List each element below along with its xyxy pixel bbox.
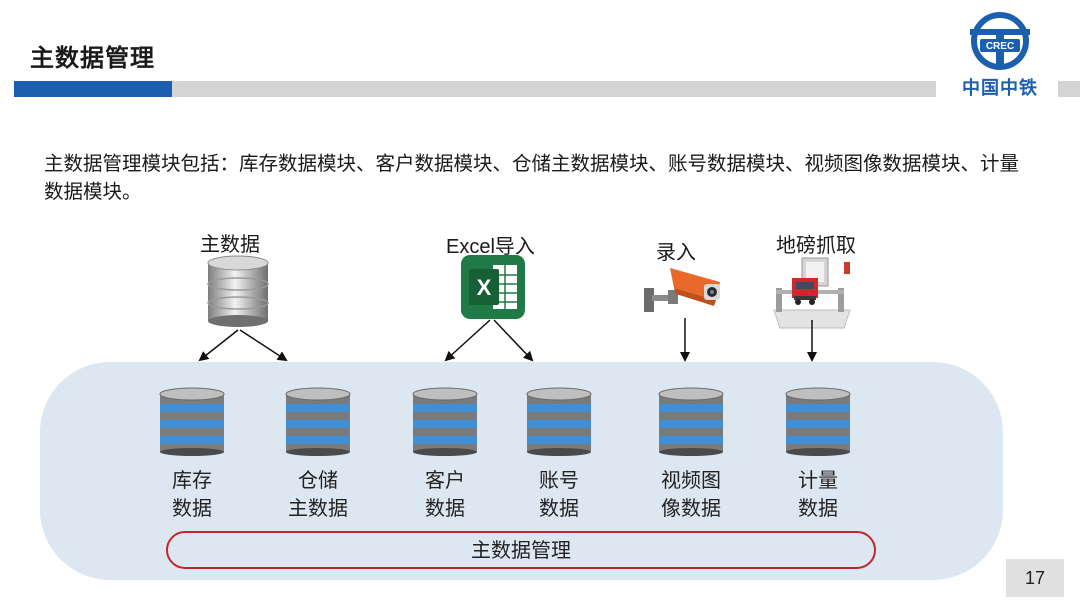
master-data-management-box: 主数据管理 [166, 531, 876, 569]
source-label-weighbridge: 地磅抓取 [776, 233, 856, 257]
excel-icon: X [461, 255, 525, 319]
page-title: 主数据管理 [30, 44, 155, 72]
crec-logo-icon: CREC [970, 12, 1030, 70]
arrow-to-warehouse [239, 329, 288, 362]
db-inventory: 库存 数据 [147, 386, 237, 522]
intro-paragraph: 主数据管理模块包括：库存数据模块、客户数据模块、仓储主数据模块、账号数据模块、视… [44, 152, 1020, 203]
db-metering: 计量 数据 [773, 386, 863, 522]
arrow-to-account [493, 319, 534, 362]
logo-text: 中国中铁 [962, 78, 1038, 99]
database-silver-icon [207, 255, 269, 327]
svg-text:X: X [477, 275, 492, 300]
db-video-image: 视频图 像数据 [646, 386, 736, 522]
arrow-to-customer [444, 319, 491, 362]
header-bar-accent [14, 81, 172, 97]
camera-icon [644, 268, 720, 312]
database-blue-icon [785, 387, 851, 456]
database-blue-icon [159, 387, 225, 456]
source-label-master-data: 主数据 [200, 232, 260, 256]
header-bar [172, 81, 936, 97]
arrow-to-inventory [198, 329, 239, 362]
db-warehouse: 仓储 主数据 [273, 386, 363, 522]
company-logo: CREC 中国中铁 [952, 12, 1048, 102]
page-number: 17 [1006, 559, 1064, 597]
db-account: 账号 数据 [514, 386, 604, 522]
database-blue-icon [658, 387, 724, 456]
source-label-manual-entry: 录入 [656, 240, 696, 264]
source-label-excel-import: Excel导入 [446, 236, 535, 258]
svg-text:CREC: CREC [986, 41, 1014, 52]
database-blue-icon [526, 387, 592, 456]
database-blue-icon [285, 387, 351, 456]
db-customer: 客户 数据 [400, 386, 490, 522]
database-blue-icon [412, 387, 478, 456]
header-bar-end [1058, 81, 1080, 97]
truck-scale-icon [773, 257, 851, 329]
